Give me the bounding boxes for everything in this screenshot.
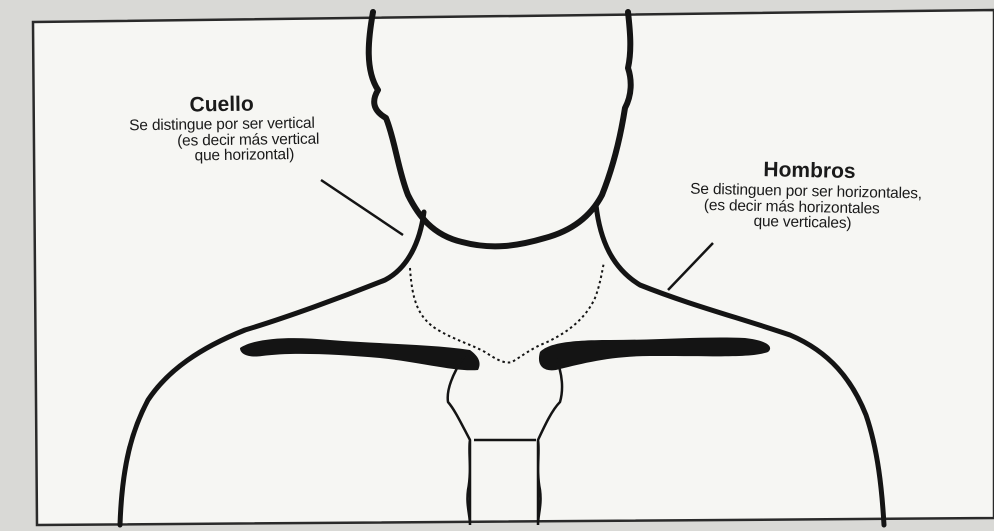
cuello-title: Cuello	[62, 92, 382, 117]
paper-sheet	[33, 10, 994, 525]
cuello-label: Cuello Se distingue por ser vertical (es…	[62, 92, 383, 166]
hombros-label: Hombros Se distinguen por ser horizontal…	[621, 156, 990, 234]
